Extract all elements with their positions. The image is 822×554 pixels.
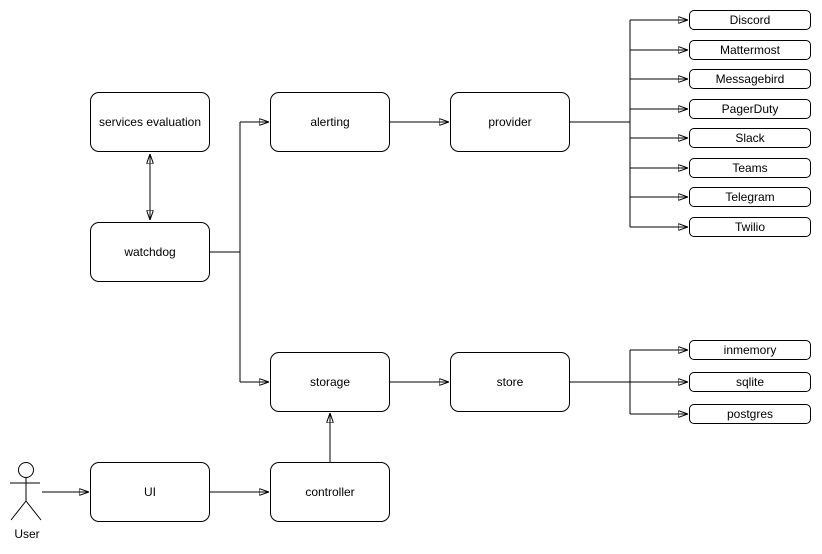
node-storage: storage (270, 352, 390, 412)
node-provider-pagerduty: PagerDuty (689, 99, 811, 119)
node-label: Teams (732, 161, 768, 175)
node-label: sqlite (735, 375, 764, 389)
node-label: Telegram (725, 190, 775, 204)
node-alerting: alerting (270, 92, 390, 152)
node-ui: UI (90, 462, 210, 522)
node-label: UI (144, 485, 156, 499)
user-actor-icon (10, 462, 42, 521)
node-label: postgres (726, 407, 774, 421)
node-label: alerting (310, 115, 350, 129)
node-store-sqlite: sqlite (689, 372, 811, 392)
node-provider-telegram: Telegram (689, 187, 811, 207)
node-provider-teams: Teams (689, 158, 811, 178)
node-provider-twilio: Twilio (689, 217, 811, 237)
node-label: inmemory (723, 343, 777, 357)
node-provider-messagebird: Messagebird (689, 69, 811, 89)
node-label: Slack (735, 131, 765, 145)
node-controller: controller (270, 462, 390, 522)
node-services-evaluation: services evaluation (90, 92, 210, 152)
node-label: store (496, 375, 524, 389)
edge-provider-fanout-trunk (570, 20, 631, 227)
node-provider: provider (450, 92, 570, 152)
node-label: storage (309, 375, 351, 389)
node-store: store (450, 352, 570, 412)
node-provider-discord: Discord (689, 10, 811, 30)
node-label: watchdog (124, 245, 176, 259)
node-provider-mattermost: Mattermost (689, 40, 811, 60)
node-label: PagerDuty (721, 102, 779, 116)
node-label: services evaluation (98, 115, 202, 129)
node-store-inmemory: inmemory (689, 340, 811, 360)
node-label: provider (488, 115, 532, 129)
node-label: Mattermost (719, 43, 780, 57)
edge-store-fanout-trunk (570, 350, 631, 414)
node-label: Messagebird (715, 72, 785, 86)
user-actor-label: User (14, 527, 40, 541)
node-store-postgres: postgres (689, 404, 811, 424)
node-watchdog: watchdog (90, 222, 210, 282)
node-provider-slack: Slack (689, 128, 811, 148)
node-label: controller (305, 485, 355, 499)
node-label: Discord (729, 13, 771, 27)
edge-watchdog-branch-trunk (210, 122, 241, 382)
node-label: Twilio (734, 220, 765, 234)
